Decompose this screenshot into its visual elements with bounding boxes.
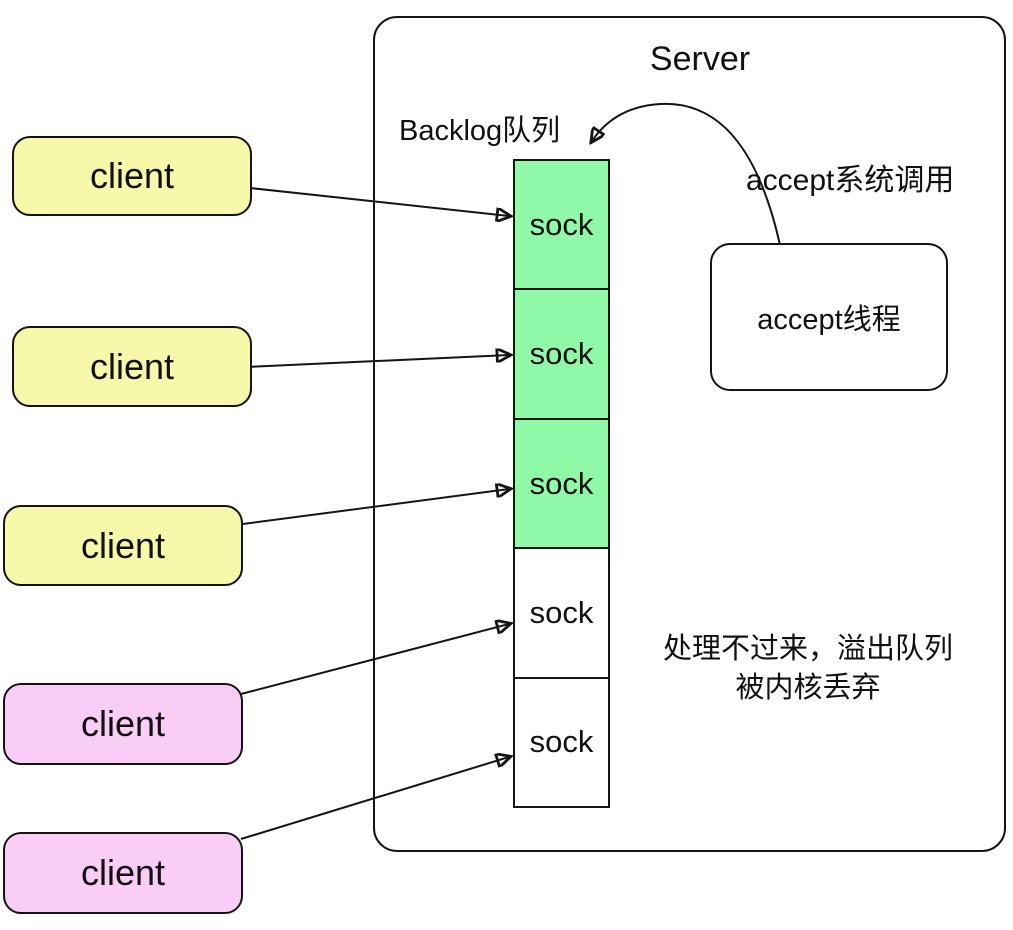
sock-label: sock	[529, 465, 594, 501]
client-node-4: client	[3, 683, 243, 765]
client-label: client	[80, 524, 166, 566]
overflow-note: 处理不过来，溢出队列 被内核丢弃	[640, 630, 976, 708]
client-label: client	[80, 703, 166, 744]
sock-label: sock	[529, 336, 594, 372]
accept-thread-label: accept线程	[757, 304, 901, 336]
client-label: client	[89, 155, 175, 196]
sock-cell-5: sock	[513, 676, 610, 809]
accept-syscall-label: accept系统调用	[746, 164, 955, 197]
server-title: Server	[649, 40, 751, 78]
client-label: client	[89, 345, 175, 387]
backlog-queue-label: Backlog队列	[399, 115, 561, 147]
sock-label: sock	[529, 206, 594, 242]
overflow-note-line-2: 被内核丢弃	[735, 672, 881, 704]
client-node-1: client	[12, 136, 252, 216]
sock-cell-1: sock	[513, 159, 610, 291]
sock-cell-2: sock	[513, 288, 610, 420]
client-label: client	[80, 852, 166, 893]
sock-label: sock	[529, 594, 594, 630]
client-node-3: client	[3, 505, 243, 586]
sock-cell-3: sock	[513, 417, 610, 550]
backlog-queue: sock sock sock sock sock	[513, 159, 610, 809]
overflow-note-line-1: 处理不过来，溢出队列	[662, 633, 953, 665]
sock-label: sock	[529, 724, 594, 760]
sock-cell-4: sock	[513, 547, 610, 679]
accept-thread-node: accept线程	[710, 243, 948, 391]
server-box	[373, 16, 1006, 852]
client-node-2: client	[12, 326, 252, 407]
client-node-5: client	[3, 832, 243, 914]
